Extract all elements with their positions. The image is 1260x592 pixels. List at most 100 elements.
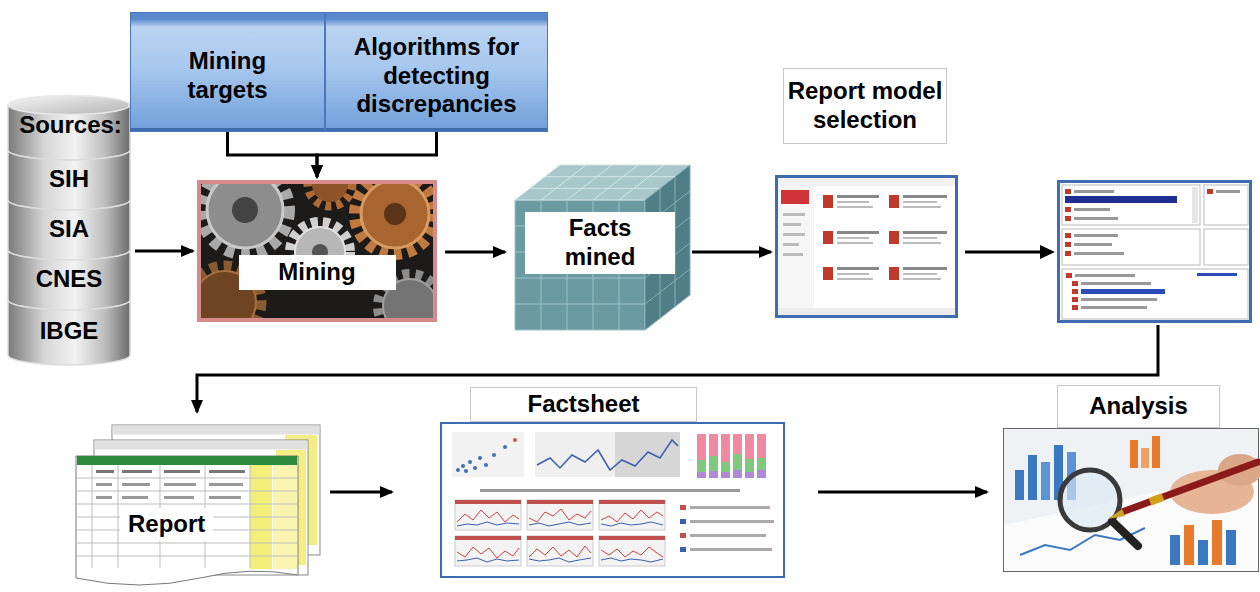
report-pages [76, 425, 320, 585]
software-screenshot [1074, 234, 1118, 237]
factsheet-charts [599, 500, 665, 504]
software-screenshot [777, 177, 957, 317]
node-label: Sources: [8, 111, 133, 140]
cube-picture [530, 165, 675, 200]
software-screenshot [1207, 189, 1213, 194]
node-label: Report model selection [783, 68, 947, 144]
software-screenshot [1072, 297, 1078, 302]
report-pages [95, 441, 308, 450]
report-pages [96, 496, 112, 499]
factsheet-charts [599, 500, 665, 530]
software-screenshot [903, 237, 937, 239]
analysis-photo [1108, 509, 1125, 519]
report-pages [77, 456, 297, 465]
software-screenshot [1072, 281, 1078, 286]
database-stack: Sources:SIHSIACNESIBGE [8, 95, 133, 368]
analysis-photo [1198, 540, 1208, 565]
database-disk: IBGE [8, 300, 130, 355]
software-screenshot [1074, 217, 1118, 220]
node-label: SIH [49, 165, 89, 194]
factsheet-charts [757, 470, 766, 478]
analysis-photo [1226, 530, 1236, 565]
software-screenshot [1081, 306, 1147, 309]
analysis-photo [1212, 520, 1222, 565]
software-screenshot [778, 308, 955, 315]
factsheet-charts [680, 533, 686, 538]
software-screenshot [903, 278, 941, 280]
software-screenshot [903, 206, 941, 208]
software-screenshot [823, 195, 833, 208]
factsheet-charts [441, 423, 784, 577]
software-screenshot [783, 253, 803, 256]
factsheet-charts [690, 506, 770, 509]
factsheet-charts [527, 536, 593, 540]
factsheet-charts [455, 536, 521, 540]
analysis-photo [1004, 429, 1260, 572]
software-screenshot [837, 242, 873, 244]
software-screenshot [1065, 216, 1071, 221]
factsheet-charts [484, 463, 488, 467]
analysis-photo [1028, 455, 1037, 500]
report-pages [77, 478, 297, 556]
factsheet-charts [601, 510, 663, 522]
factsheet-charts [513, 438, 517, 442]
software-screenshot [1066, 273, 1072, 278]
database-disk: CNES [8, 250, 130, 300]
factsheet-charts [721, 434, 730, 462]
node-label: Algorithms for detecting discrepancies [334, 33, 539, 119]
analysis-photo [1141, 448, 1149, 468]
software-screenshot [783, 243, 799, 246]
factsheet-charts [615, 432, 680, 477]
factsheet-charts [455, 500, 521, 530]
software-screenshot [1216, 190, 1240, 193]
software-screenshot [837, 278, 873, 280]
gears-picture [384, 203, 406, 225]
factsheet-charts [721, 472, 730, 478]
analysis-photo [1041, 462, 1050, 500]
software-screenshot [1074, 208, 1110, 211]
software-screenshot [1059, 182, 1251, 322]
database-disk: SIH [8, 150, 130, 200]
factsheet-charts [599, 500, 665, 530]
factsheet-charts [529, 558, 591, 562]
software-screenshot [778, 186, 814, 308]
software-screenshot [1065, 196, 1177, 203]
software-screenshot [1081, 298, 1157, 301]
cylinder-band [8, 150, 130, 210]
software-screenshot [1065, 189, 1071, 194]
factsheet-charts [527, 500, 593, 504]
report-model-panel: Report model selection [775, 68, 958, 318]
report-pages [122, 483, 150, 486]
factsheet-charts [529, 509, 591, 522]
software-screenshot [778, 178, 955, 186]
factsheet-charts [457, 558, 519, 562]
factsheet-charts [464, 469, 468, 473]
report-pages [92, 465, 250, 568]
analysis-photo [1152, 436, 1160, 468]
node-label: Mining [239, 255, 396, 290]
factsheet-charts [709, 456, 718, 471]
factsheet-charts [455, 536, 521, 566]
factsheet-charts [601, 558, 663, 562]
software-screenshot [1062, 269, 1248, 319]
arrow-head [1040, 245, 1055, 259]
factsheet-charts [680, 505, 686, 510]
software-screenshot [1065, 233, 1071, 238]
software-screenshot [1065, 207, 1071, 212]
software-screenshot [777, 177, 957, 317]
node-label: Report [120, 508, 213, 541]
factsheet-charts [733, 470, 742, 478]
factsheet-charts [733, 454, 742, 470]
flow-arrow [330, 491, 392, 494]
factsheet-charts [452, 432, 524, 477]
software-screenshot [1081, 282, 1151, 285]
node-label: IBGE [40, 317, 99, 346]
factsheet-charts [599, 536, 665, 566]
flow-arrow [317, 132, 437, 177]
factsheet-charts [441, 423, 784, 577]
software-screenshot [1062, 229, 1200, 265]
factsheet-charts [473, 466, 477, 470]
software-screenshot [903, 273, 937, 275]
report-pages [122, 470, 152, 473]
